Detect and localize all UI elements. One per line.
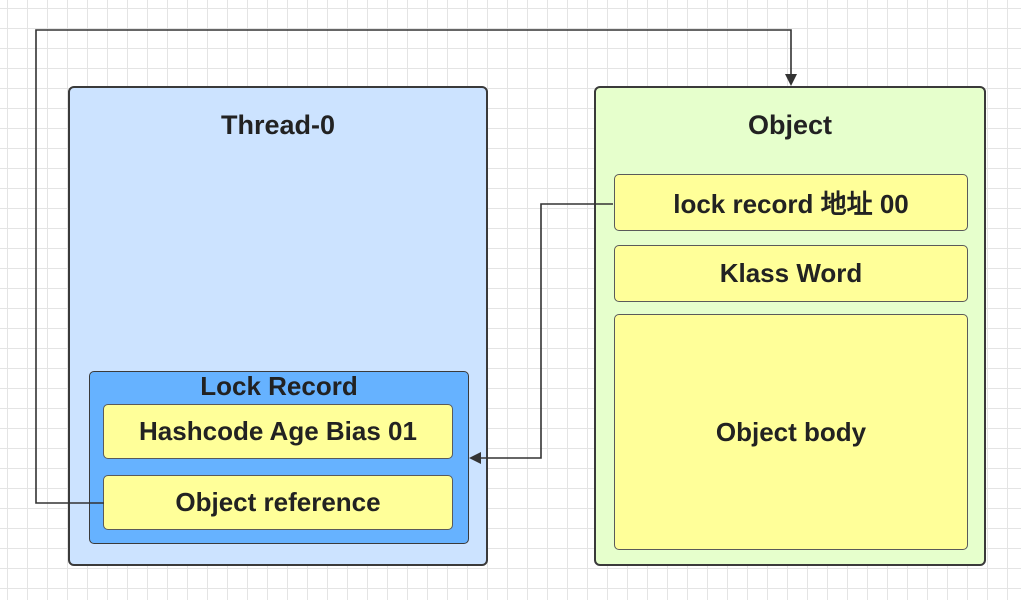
lock-record-mark-word: Hashcode Age Bias 01	[103, 404, 453, 459]
object-reference-field: Object reference	[103, 475, 453, 530]
klass-word-field: Klass Word	[614, 245, 968, 302]
object-mark-word: lock record 地址 00	[614, 174, 968, 231]
object-body-field: Object body	[614, 314, 968, 550]
object-title: Object	[747, 110, 833, 140]
lock-record-pointer-arrow	[469, 203, 613, 464]
thread-title: Thread-0	[220, 110, 336, 140]
object-box: Object lock record 地址 00 Klass Word Obje…	[594, 86, 986, 566]
lock-record-box: Lock Record Hashcode Age Bias 01 Object …	[89, 371, 469, 544]
lock-record-title: Lock Record	[200, 371, 358, 401]
